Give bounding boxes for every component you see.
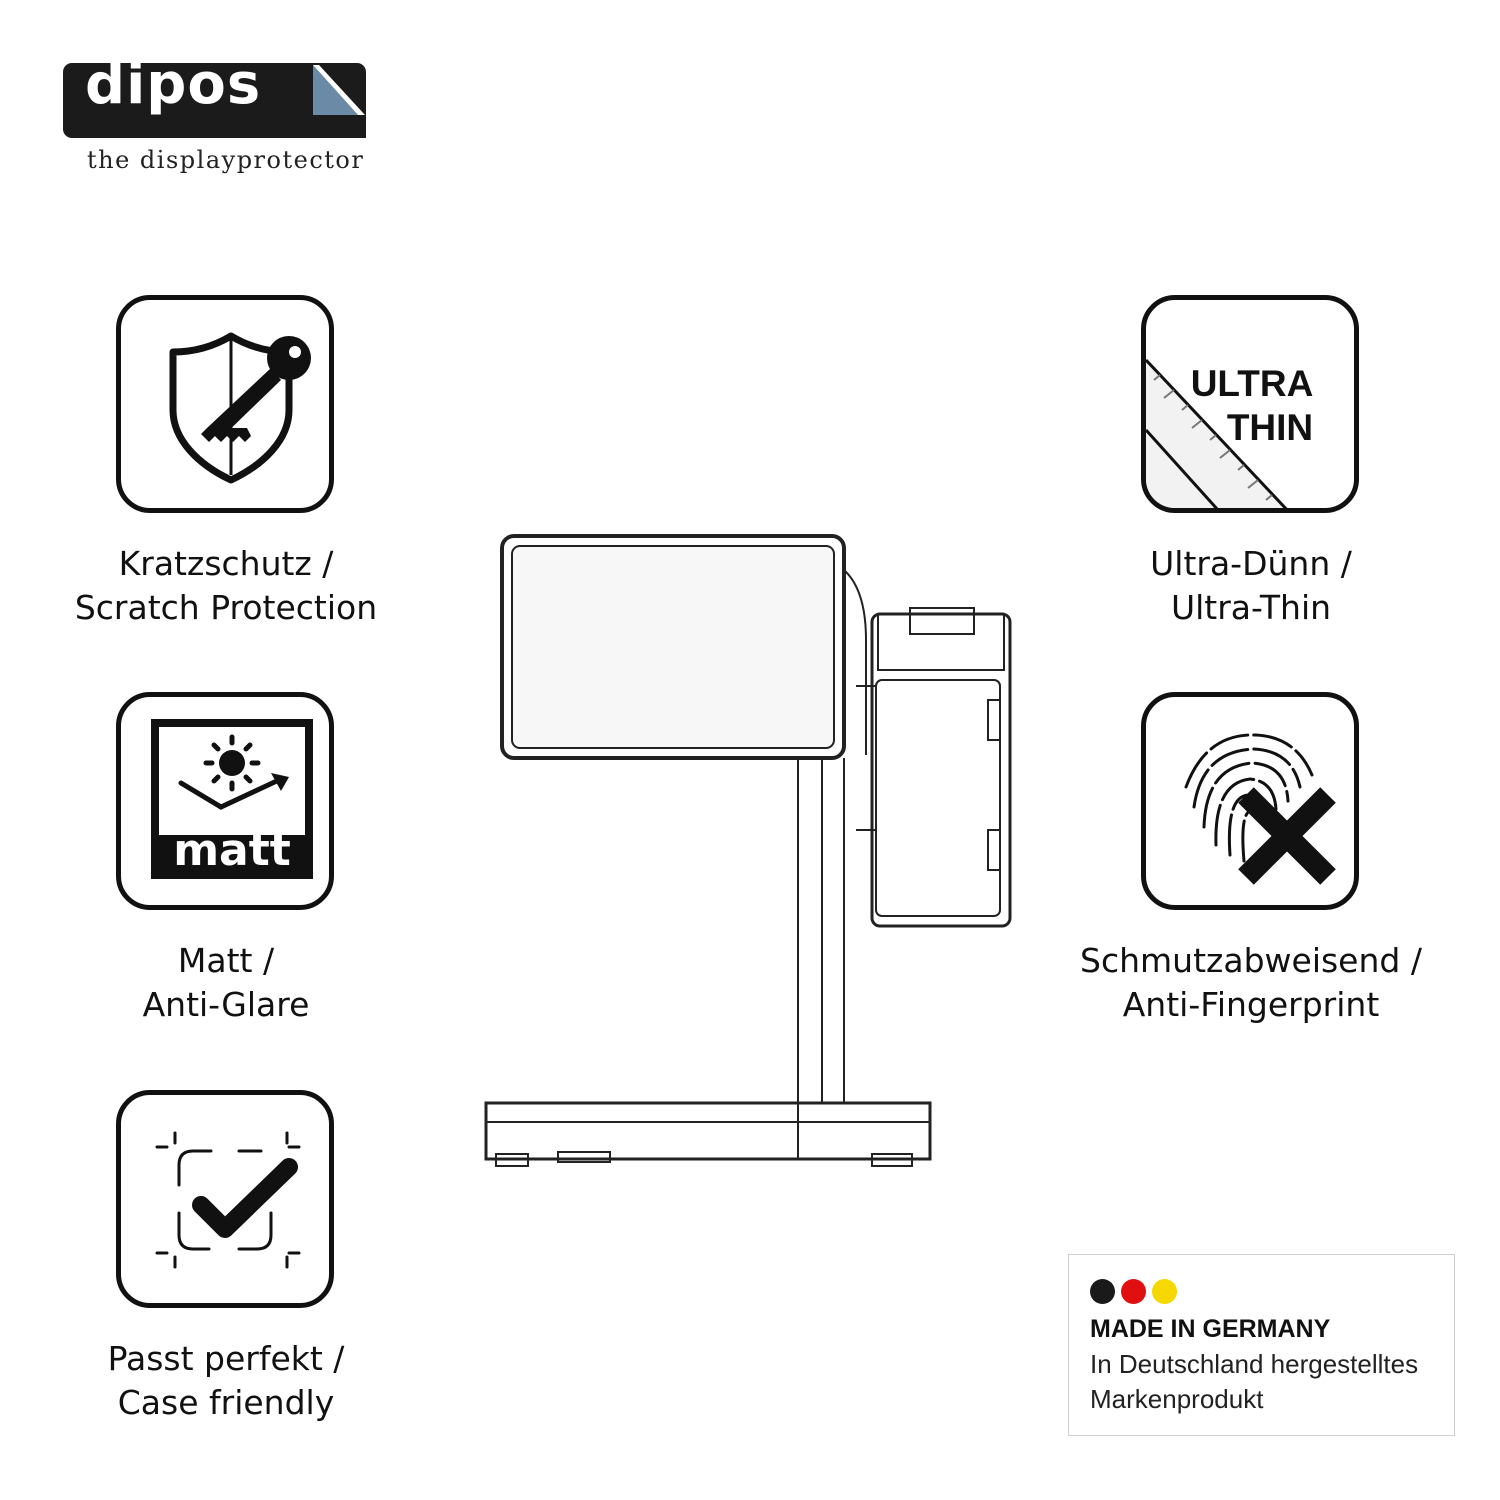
brand-logo: dipos bbox=[63, 57, 366, 138]
matt-icon-text: matt bbox=[173, 825, 291, 876]
fingerprint-caption: Schmutzabweisend / Anti-Fingerprint bbox=[1041, 939, 1461, 1027]
pos-terminal-drawing bbox=[484, 534, 1012, 1167]
ultra-thin-icon-line1: ULTRA bbox=[1191, 363, 1314, 404]
flag-dot-red bbox=[1121, 1279, 1146, 1304]
scratch-protection-tile bbox=[116, 295, 334, 513]
logo-corner-icon bbox=[313, 63, 366, 138]
logo-wordmark: dipos bbox=[85, 52, 262, 117]
badge-title: MADE IN GERMANY bbox=[1090, 1315, 1331, 1343]
thin-caption-line2: Ultra-Thin bbox=[1170, 588, 1332, 627]
fingerprint-caption-line1: Schmutzabweisend / bbox=[1080, 941, 1422, 980]
ultra-thin-tile: ULTRA THIN bbox=[1141, 295, 1359, 513]
matt-sun-icon: matt bbox=[151, 719, 313, 879]
badge-line2: Markenprodukt bbox=[1090, 1384, 1264, 1414]
shield-key-icon bbox=[169, 332, 311, 484]
ultra-thin-icon-line2: THIN bbox=[1227, 407, 1313, 448]
perfect-fit-tile bbox=[116, 1090, 334, 1308]
flag-dot-black bbox=[1090, 1279, 1115, 1304]
scratch-caption-line2: Scratch Protection bbox=[74, 588, 378, 627]
ultra-thin-icon: ULTRA THIN bbox=[1146, 358, 1314, 508]
fit-caption-line1: Passt perfekt / bbox=[107, 1339, 345, 1378]
thin-caption: Ultra-Dünn / Ultra-Thin bbox=[1041, 542, 1461, 630]
scratch-caption: Kratzschutz / Scratch Protection bbox=[16, 542, 436, 630]
scratch-caption-line1: Kratzschutz / bbox=[118, 544, 334, 583]
fit-caption-line2: Case friendly bbox=[117, 1383, 335, 1422]
fingerprint-x-icon bbox=[1184, 733, 1336, 885]
flag-dot-gold bbox=[1152, 1279, 1177, 1304]
badge-line1: In Deutschland hergestelltes bbox=[1090, 1349, 1419, 1379]
made-in-germany-badge: MADE IN GERMANY In Deutschland hergestel… bbox=[1068, 1254, 1455, 1436]
checkmark-frame-icon bbox=[155, 1131, 301, 1269]
matt-caption: Matt / Anti-Glare bbox=[16, 939, 436, 1027]
matt-tile: matt bbox=[116, 692, 334, 910]
anti-fingerprint-tile bbox=[1141, 692, 1359, 910]
thin-caption-line1: Ultra-Dünn / bbox=[1150, 544, 1352, 583]
brand-tagline: the displayprotector bbox=[87, 146, 365, 174]
fingerprint-caption-line2: Anti-Fingerprint bbox=[1122, 985, 1380, 1024]
fit-caption: Passt perfekt / Case friendly bbox=[16, 1337, 436, 1425]
matt-caption-line1: Matt / bbox=[177, 941, 275, 980]
matt-caption-line2: Anti-Glare bbox=[142, 985, 310, 1024]
